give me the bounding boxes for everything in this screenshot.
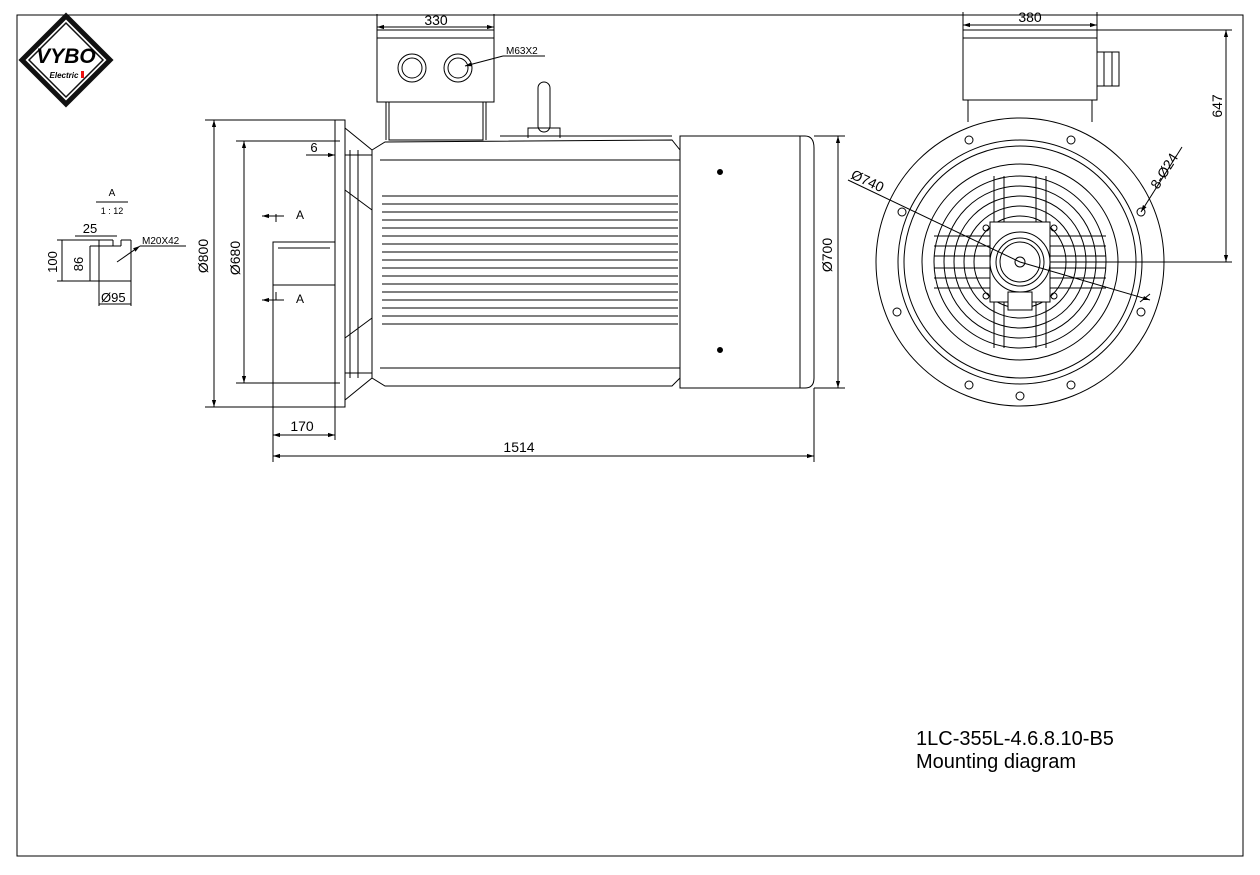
side-dim-700: 700 [819,238,835,262]
front-dim-740: Ø740 [849,166,887,195]
detail-dia-symbol: Ø [101,290,111,305]
detail-dim-86: 86 [71,257,86,271]
front-view: 380 647 [847,9,1232,407]
model-number: 1LC-355L-4.6.8.10-B5 [916,728,1114,750]
front-dim-380: 380 [1018,9,1042,25]
svg-text:Ø800: Ø800 [195,239,211,273]
side-terminal-box [376,29,495,103]
detail-thread: M20X42 [142,236,180,247]
side-dim-170: 170 [290,418,314,434]
side-motor-body [371,139,681,387]
brand-logo: VYBO Electric [18,12,114,108]
cable-gland-2 [443,53,473,83]
front-dim-647: 647 [1209,94,1225,118]
detail-scale: 1 : 12 [101,206,124,216]
side-shaft [272,241,336,286]
front-flange-holes [892,135,1146,401]
section-a-bottom: A [296,292,304,306]
detail-dim-100: 100 [45,251,60,273]
side-fins [382,195,678,325]
side-dim-6: 6 [310,140,317,155]
front-flange-outer [875,117,1165,407]
front-hole-note: 8-Ø24 [1147,150,1181,192]
front-terminal-box [962,29,1098,101]
side-view: 330 M63X2 [195,12,845,462]
detail-a: A 1 : 12 25 100 86 M20X42 Ø95 [45,188,186,306]
front-hole-dia: 24 [1159,150,1181,172]
side-dim-680: 680 [227,241,243,265]
svg-text:Ø700: Ø700 [819,238,835,272]
detail-dim-25: 25 [83,221,97,236]
side-dia-symbol-700: Ø [819,261,835,272]
detail-dim-95: 95 [111,290,125,305]
diagram-caption: Mounting diagram [916,751,1077,773]
logo-sub-text: Electric [50,71,79,80]
detail-title: A [109,188,116,199]
side-dim-1514: 1514 [503,439,534,455]
front-pcd-740: 740 [859,171,887,195]
side-fan-cowl [679,135,815,389]
side-dim-330: 330 [424,12,448,28]
cable-gland-1 [397,53,427,83]
svg-text:Ø95: Ø95 [101,290,126,305]
front-cable-gland [1096,51,1120,87]
side-dia-symbol-800: Ø [195,262,211,273]
side-flange [334,119,346,408]
logo-brand-text: VYBO [36,45,96,68]
side-gland-label: M63X2 [506,46,538,57]
sheet-border [16,14,1244,857]
side-dim-800: 800 [195,239,211,263]
svg-text:Ø680: Ø680 [227,241,243,275]
section-a-top: A [296,208,304,222]
title-block: 1LC-355L-4.6.8.10-B5 Mounting diagram [916,728,1114,774]
side-dia-symbol-680: Ø [227,264,243,275]
